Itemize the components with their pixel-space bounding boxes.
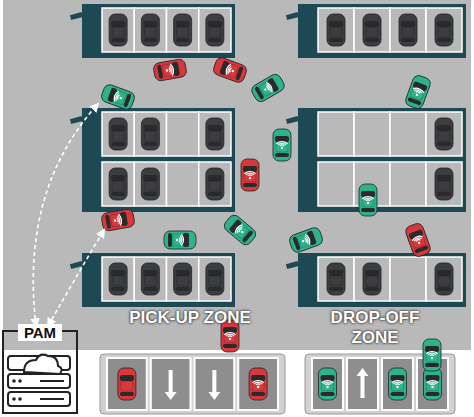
car [118,368,136,400]
server-box: PAM [2,330,78,414]
car [141,263,159,295]
car [319,368,337,400]
car [327,263,345,295]
car [100,83,136,111]
cars [100,14,453,400]
car [164,231,196,249]
car [359,184,377,216]
car [206,168,224,200]
wireless-link [33,104,98,326]
car [424,368,442,400]
car [109,14,127,46]
parking-island [82,108,235,212]
car [109,118,127,150]
car [404,222,432,258]
car [109,263,127,295]
car [212,56,248,84]
parking-island [82,253,235,307]
car [141,14,159,46]
zone-label: PICK-UP ZONE [125,308,255,328]
car [435,118,453,150]
parking-island [298,4,466,58]
car [153,58,188,81]
car [250,72,287,104]
parking-island [298,108,466,212]
car [206,14,224,46]
car [404,74,432,110]
bay-strip [305,354,455,414]
car [101,208,136,231]
car [435,168,453,200]
lot-ground [3,0,471,350]
car [241,159,259,191]
parking-island [82,4,235,58]
server-icon [8,355,70,406]
zone-label: DROP-OFF ZONE [310,308,440,348]
node-label: PAM [18,324,62,341]
car [174,14,192,46]
car [206,263,224,295]
car [399,14,417,46]
parking-island [298,253,466,307]
car [389,368,407,400]
car [141,168,159,200]
car [141,118,159,150]
car [327,14,345,46]
bay-strip [100,354,285,414]
car [288,226,324,254]
car [273,129,291,161]
car [435,14,453,46]
car [222,213,258,247]
car [423,339,441,371]
car [174,263,192,295]
car [435,263,453,295]
car [206,118,224,150]
car [363,263,381,295]
parking-islands [70,4,466,414]
car [249,368,267,400]
car [109,168,127,200]
car [363,14,381,46]
wireless-link [48,230,104,326]
